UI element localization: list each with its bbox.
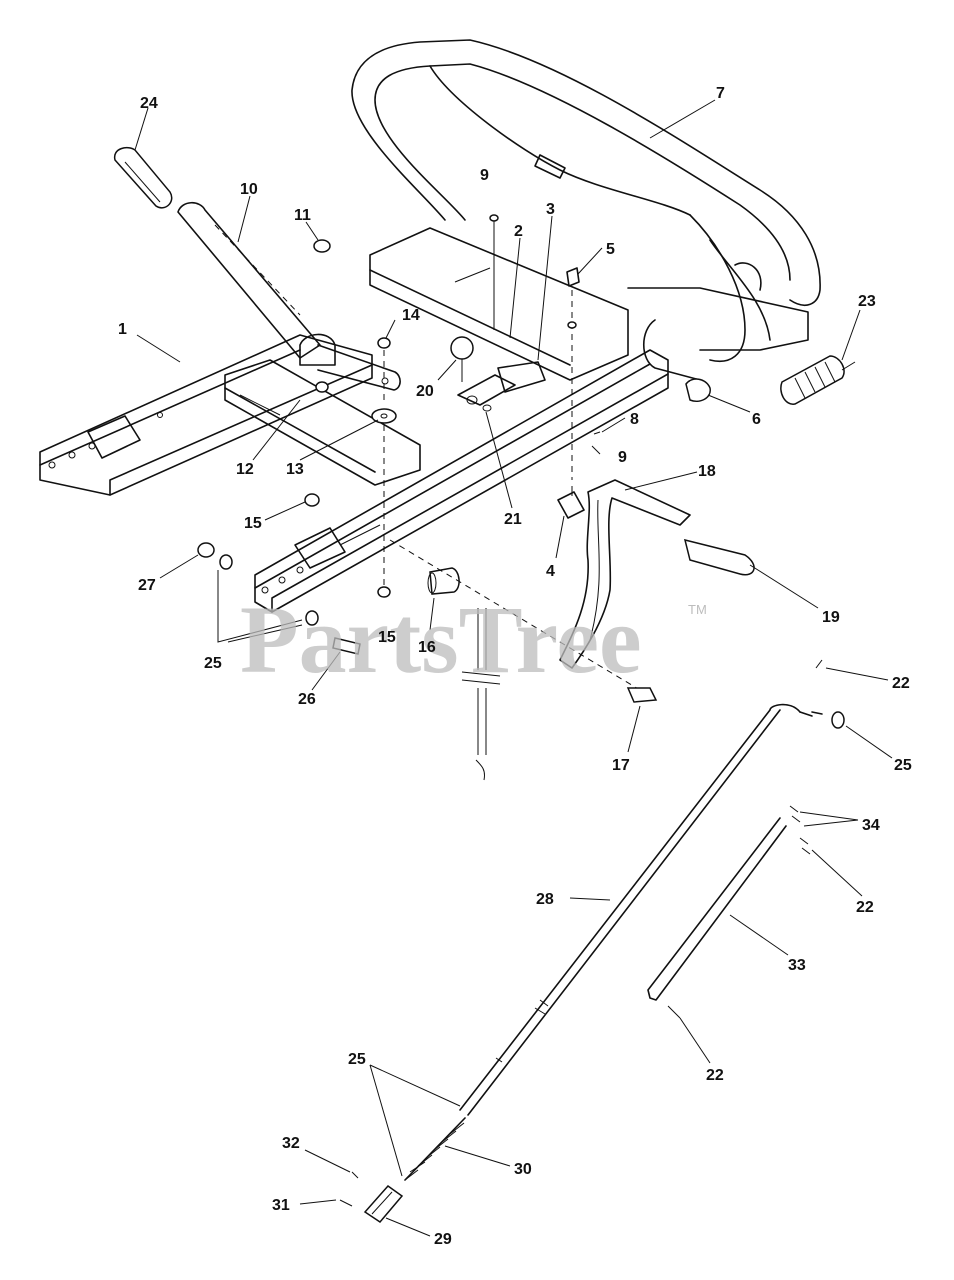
callout-23: 23 <box>858 293 876 310</box>
part-28-rod <box>459 703 823 1116</box>
callout-29: 29 <box>434 1231 452 1248</box>
callout-5: 5 <box>606 241 615 258</box>
callout-14: 14 <box>402 307 420 324</box>
callout-9: 9 <box>618 449 627 466</box>
callout-19: 19 <box>822 609 840 626</box>
callout-1: 1 <box>118 321 127 338</box>
callout-8: 8 <box>630 411 639 428</box>
watermark-trademark: TM <box>688 602 707 617</box>
part-30-spring <box>404 1117 466 1181</box>
callout-2: 2 <box>514 223 523 240</box>
callout-22: 22 <box>856 899 874 916</box>
part-24-grip <box>113 147 173 209</box>
callout-15: 15 <box>244 515 262 532</box>
callout-25: 25 <box>348 1051 366 1068</box>
callout-27: 27 <box>138 577 156 594</box>
callout-24: 24 <box>140 95 158 112</box>
callout-31: 31 <box>272 1197 290 1214</box>
callout-17: 17 <box>612 757 630 774</box>
callout-34: 34 <box>862 817 880 834</box>
callout-20: 20 <box>416 383 434 400</box>
callout-6: 6 <box>752 411 761 428</box>
part-19-pedal-pad <box>683 538 755 576</box>
part-33-rod <box>647 817 787 1001</box>
callout-25: 25 <box>204 655 222 672</box>
leader-lines <box>134 99 893 1237</box>
part-1-frame <box>39 227 669 613</box>
callout-32: 32 <box>282 1135 300 1152</box>
part-29-clevis <box>363 1184 404 1223</box>
callout-7: 7 <box>716 85 725 102</box>
hardware-parts <box>197 214 856 703</box>
callout-10: 10 <box>240 181 258 198</box>
callout-16: 16 <box>418 639 436 656</box>
callout-4: 4 <box>546 563 555 580</box>
part-10-lever <box>177 201 401 391</box>
callout-25: 25 <box>894 757 912 774</box>
part-18-pedal-arm <box>559 479 691 669</box>
callout-18: 18 <box>698 463 716 480</box>
callout-9: 9 <box>480 167 489 184</box>
callout-28: 28 <box>536 891 554 908</box>
callout-3: 3 <box>546 201 555 218</box>
callout-12: 12 <box>236 461 254 478</box>
callouts: 24 10 11 9 2 3 5 7 23 1 14 20 6 8 9 12 1… <box>118 85 912 1248</box>
callout-21: 21 <box>504 511 522 528</box>
rod-section <box>461 608 501 781</box>
callout-22: 22 <box>706 1067 724 1084</box>
callout-22: 22 <box>892 675 910 692</box>
callout-26: 26 <box>298 691 316 708</box>
callout-13: 13 <box>286 461 304 478</box>
part-7-rollbar <box>351 39 821 381</box>
callout-33: 33 <box>788 957 806 974</box>
watermark: PartsTree TM <box>240 586 707 693</box>
small-pins-31-32-34-22 <box>339 659 845 1207</box>
callout-11: 11 <box>294 207 311 224</box>
watermark-brand: PartsTree <box>240 586 642 693</box>
callout-15: 15 <box>378 629 396 646</box>
callout-30: 30 <box>514 1161 532 1178</box>
